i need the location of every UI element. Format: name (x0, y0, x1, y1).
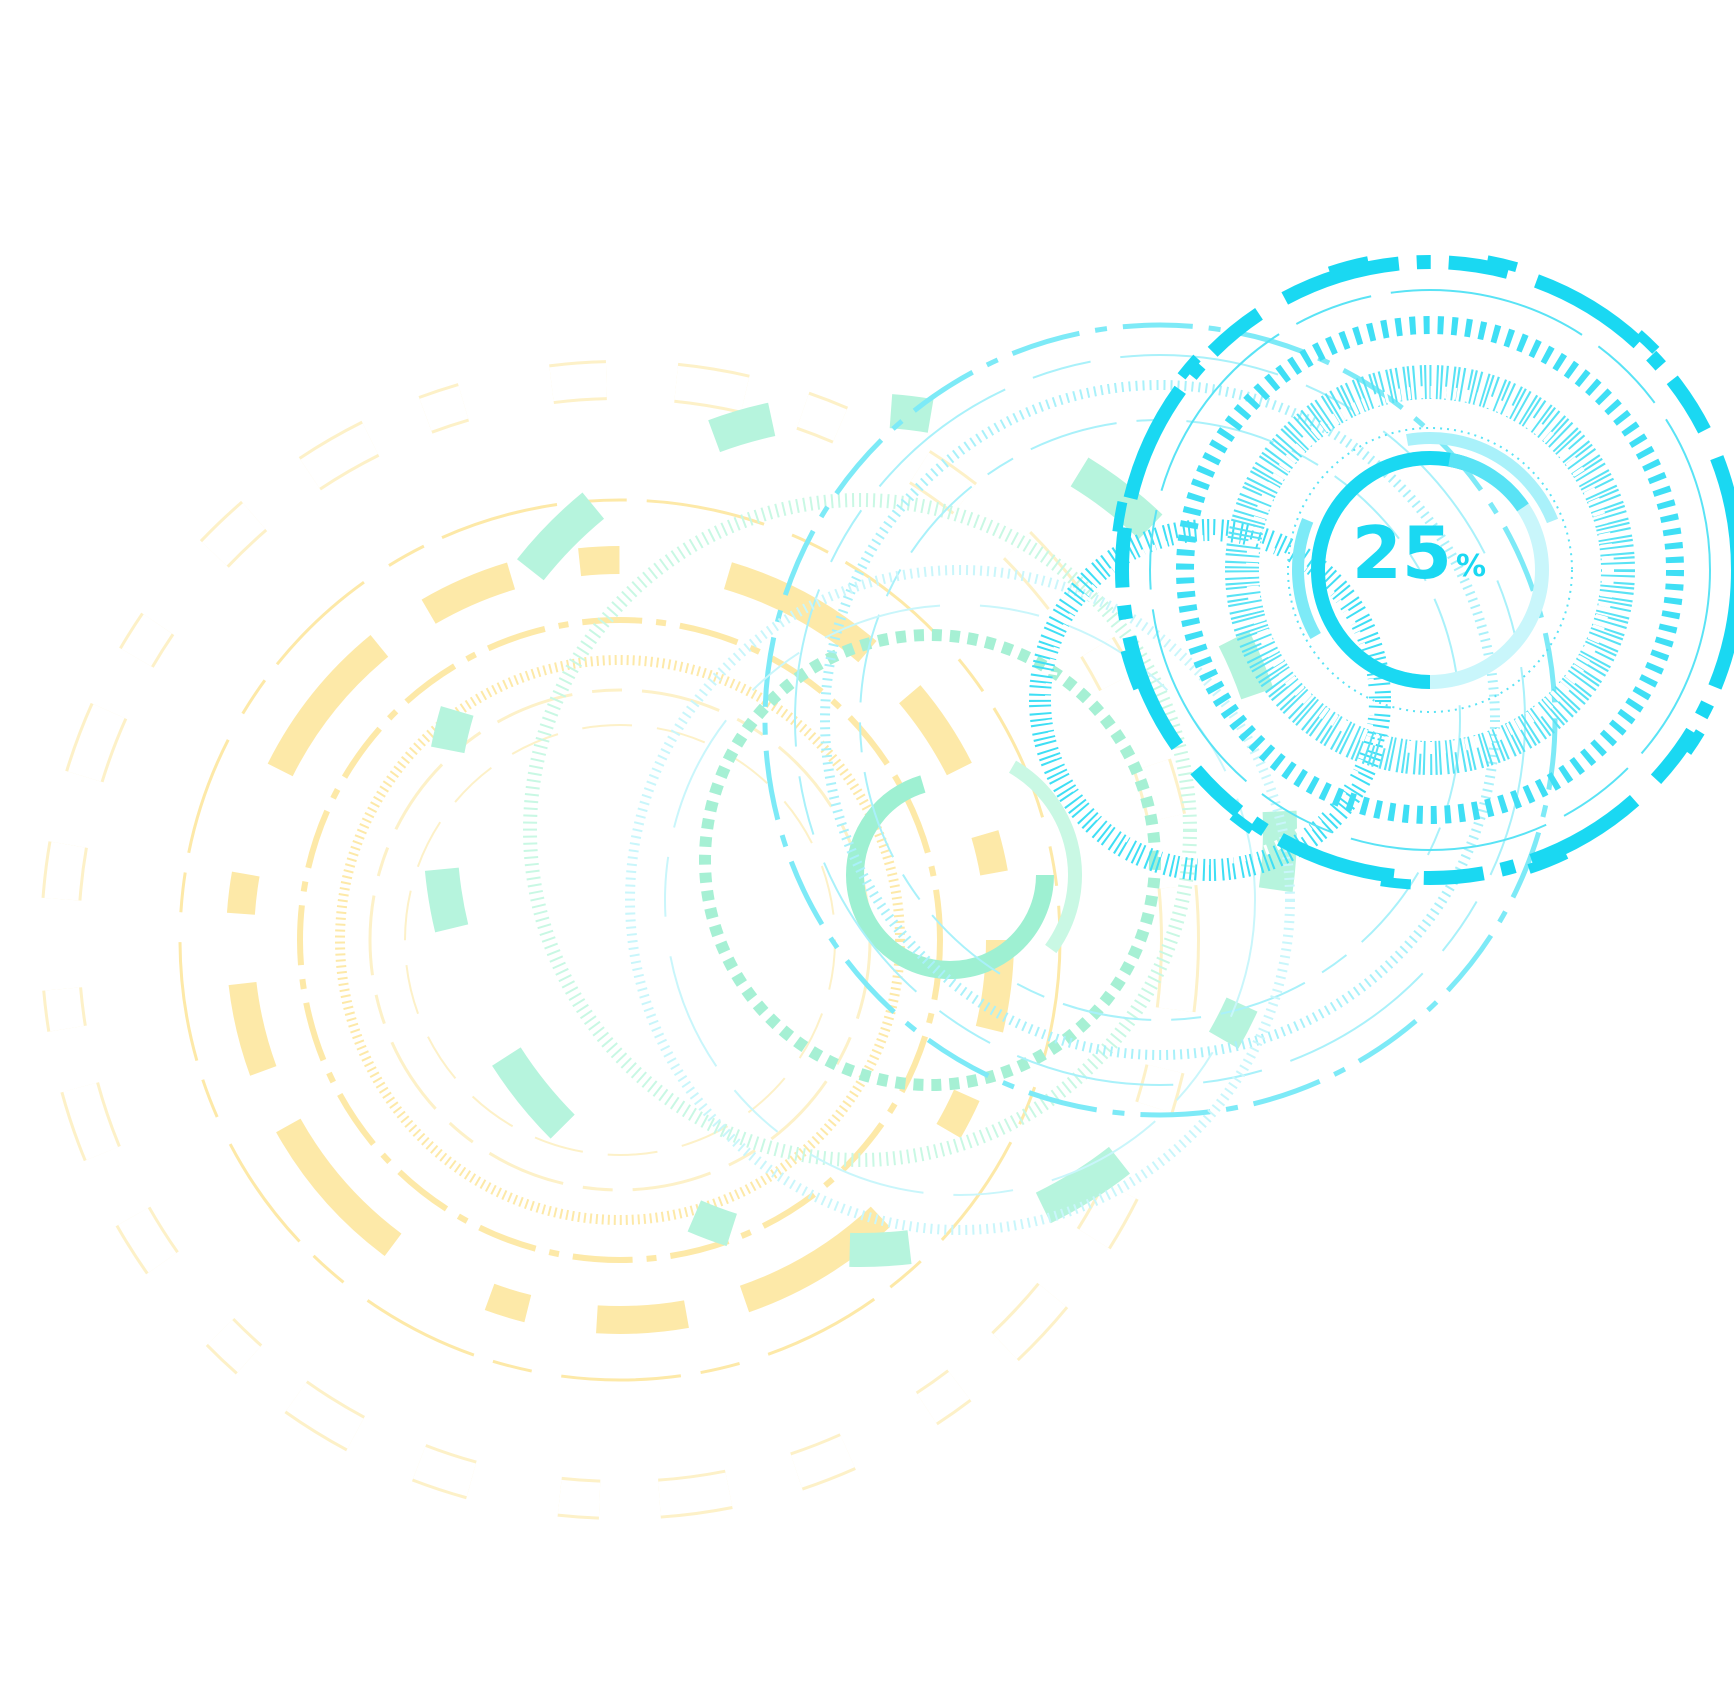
mint-dotted-ring (523, 493, 1197, 1167)
yellow-dashdot-ring (297, 617, 943, 1263)
gauge-left-arc (1292, 432, 1568, 708)
cyan-equalizer-ring (1029, 519, 1391, 881)
mint-ring-cluster (423, 393, 1297, 1267)
yellow-inner-thin-ring (368, 688, 872, 1192)
cyan-large-tick-ring (820, 380, 1500, 1060)
gauge-ring-cluster (1110, 250, 1734, 890)
gauge-equalizer-mask (1246, 386, 1614, 754)
yellow-thick-segment-ring (226, 546, 1014, 1334)
mint-inner-thick-ring (846, 771, 1054, 979)
yellow-outer-block-ring-inner (43, 363, 1197, 1517)
mint-outer-segment-ring (423, 393, 1297, 1267)
yellow-gear-outline-ring (178, 498, 1062, 1382)
gauge-value-text: 25 (1352, 511, 1452, 595)
gauge-thin-outline-ring (1149, 289, 1711, 851)
cyan-equalizer-ring-inner (1045, 535, 1375, 865)
yellow-tick-ring (335, 655, 905, 1225)
gauge-outer-arc (1292, 432, 1568, 709)
yellow-innermost-ring (404, 724, 836, 1156)
cyan-mid-thin-ring (664, 604, 1256, 1196)
gauge-progress-upper-arc (1311, 451, 1549, 689)
gauge-hatched-ring (1176, 316, 1684, 824)
gauge-dotted-ring (1287, 427, 1573, 713)
cyan-mid-dotted-ring (625, 565, 1295, 1235)
gauge-outer-notched-ring (1115, 255, 1734, 885)
cyan-large-dashdot-ring (762, 322, 1558, 1118)
gauge-equalizer-ring (1225, 365, 1635, 775)
gauge-unit-text: % (1456, 549, 1486, 584)
gauge-progress-arc (1311, 451, 1549, 689)
mint-inner-arc (818, 743, 1082, 1007)
